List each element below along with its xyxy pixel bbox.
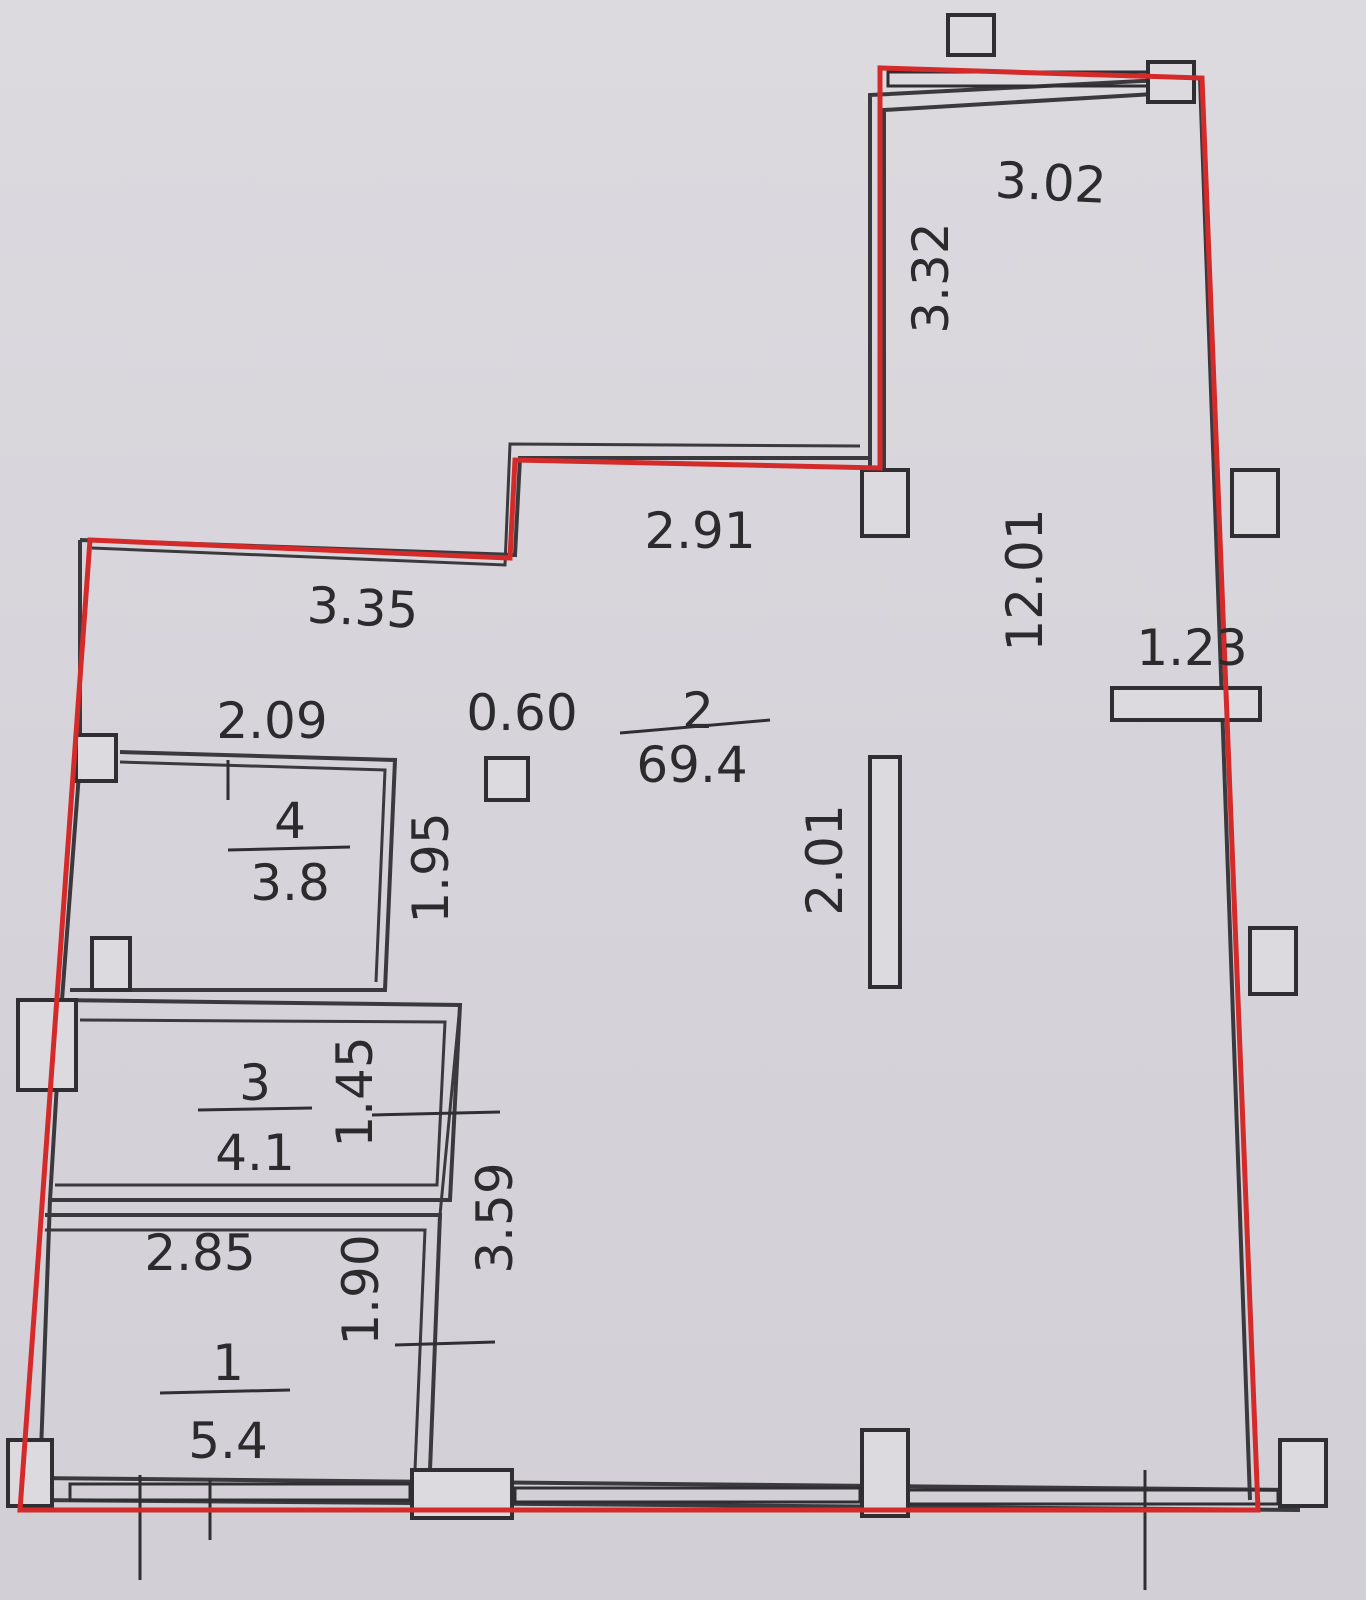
unit-outline [17, 65, 1261, 1513]
dimension-labels: 3.02 3.32 2.91 3.35 12.01 1.23 2.09 0.60… [144, 151, 1247, 1346]
dim-room4-width: 2.09 [216, 692, 327, 750]
room-2-number: 2 [682, 682, 714, 740]
room4-walls [70, 750, 398, 992]
room1-inner [45, 1228, 427, 1471]
room-2-fraction-line [619, 718, 771, 735]
dim-column: 0.60 [466, 684, 577, 742]
room-1-number: 1 [212, 1334, 244, 1392]
dim-left-top-width: 3.35 [306, 576, 420, 640]
dim-top-right-width: 3.02 [994, 151, 1108, 215]
boiler-block [90, 936, 132, 992]
room-1-area: 5.4 [188, 1412, 268, 1470]
room-4-number: 4 [274, 792, 306, 850]
column-bottom-left [6, 1438, 54, 1508]
column-top [946, 13, 996, 57]
room3-walls [50, 998, 463, 1202]
column-center [484, 756, 530, 802]
outer-walls [29, 75, 1301, 1512]
room-4-fraction-line [227, 845, 351, 852]
room4-inner [119, 760, 387, 983]
tick-room1 [394, 1340, 496, 1347]
wall-bottom [29, 1476, 1301, 1492]
room-labels: 2 69.4 4 3.8 3 4.1 1 5.4 [159, 682, 771, 1470]
dim-room1-depth: 1.90 [332, 1234, 390, 1345]
window-bottom-2 [513, 1486, 862, 1504]
room-3-number: 3 [239, 1054, 271, 1112]
tick-room3 [371, 1110, 501, 1117]
column-bottom-right [1278, 1438, 1328, 1508]
partition-block [868, 755, 902, 989]
window-bottom-1 [68, 1482, 412, 1502]
column-bottom-2 [860, 1428, 910, 1518]
niche-block [1110, 686, 1262, 722]
column-step [860, 468, 910, 538]
dim-top-right-depth: 3.32 [902, 222, 960, 333]
partitions [45, 750, 463, 1471]
dim-right-side-length: 12.01 [996, 508, 1054, 651]
room-3-area: 4.1 [215, 1124, 295, 1182]
room-4-area: 3.8 [250, 854, 330, 912]
column-right-1 [1230, 468, 1280, 538]
column-top-right [1146, 60, 1196, 104]
window-bottom-3 [906, 1488, 1280, 1506]
dim-niche-width: 1.23 [1136, 619, 1247, 677]
wall-right-bay-inner [882, 90, 1189, 470]
room-1-fraction-line [159, 1388, 291, 1395]
wall-step-inner [91, 442, 861, 567]
room-3-fraction-line [197, 1106, 313, 1112]
dim-partition-length: 2.01 [796, 804, 854, 915]
dim-room3-depth: 1.45 [326, 1036, 384, 1147]
column-right-2 [1248, 926, 1298, 996]
column-left [74, 733, 118, 783]
dim-step-width: 2.91 [644, 502, 755, 560]
dim-corridor-length: 3.59 [466, 1162, 524, 1273]
room-2-area: 69.4 [636, 736, 747, 794]
dim-room1-width: 2.85 [144, 1224, 255, 1282]
dim-room4-depth: 1.95 [402, 812, 460, 923]
corridor-wall [438, 1004, 462, 1216]
column-left-2 [16, 998, 78, 1092]
room3-inner [55, 1018, 447, 1187]
